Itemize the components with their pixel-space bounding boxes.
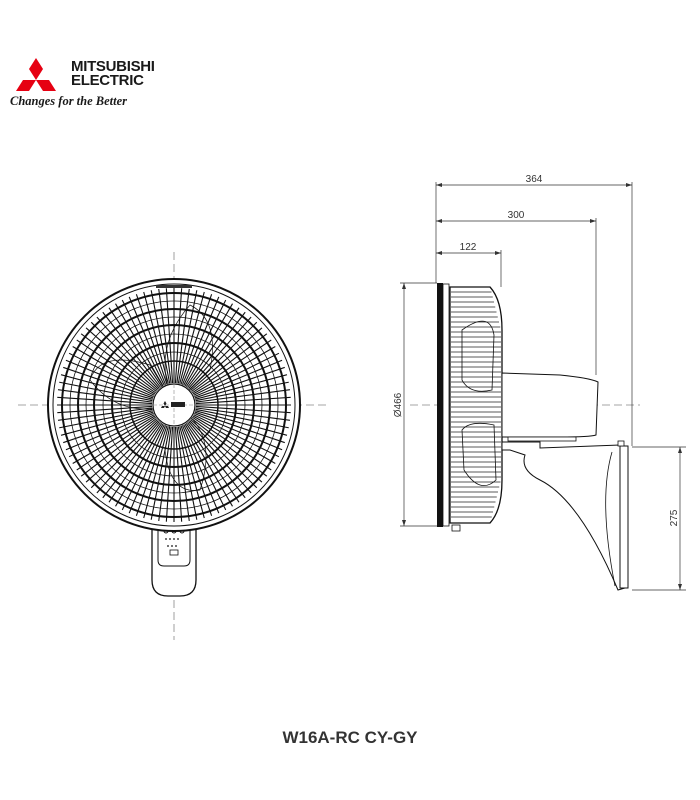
brand-name-line1: MITSUBISHI [71, 58, 155, 75]
dim-guard-diameter: Ø466 [393, 392, 404, 417]
three-diamonds-icon [16, 58, 56, 91]
front-view-fan [18, 252, 330, 640]
brand-name-line2: ELECTRIC [71, 72, 144, 89]
hub-logo-icon [161, 401, 185, 408]
mitsubishi-electric-logo: MITSUBISHI ELECTRIC Changes for the Bett… [8, 58, 178, 116]
model-number: W16A-RC CY-GY [282, 728, 418, 747]
dim-bracket-height: 275 [669, 509, 680, 526]
side-view-fan [410, 283, 640, 591]
dim-depth-to-motor: 300 [508, 210, 525, 221]
dimension-lines [400, 182, 686, 591]
dimension-arrows [402, 183, 682, 590]
brand-tagline: Changes for the Better [10, 94, 128, 108]
fan-base [151, 522, 197, 597]
dim-overall-depth: 364 [526, 174, 543, 185]
dim-guard-depth: 122 [460, 242, 477, 253]
fan-grill [57, 288, 291, 522]
